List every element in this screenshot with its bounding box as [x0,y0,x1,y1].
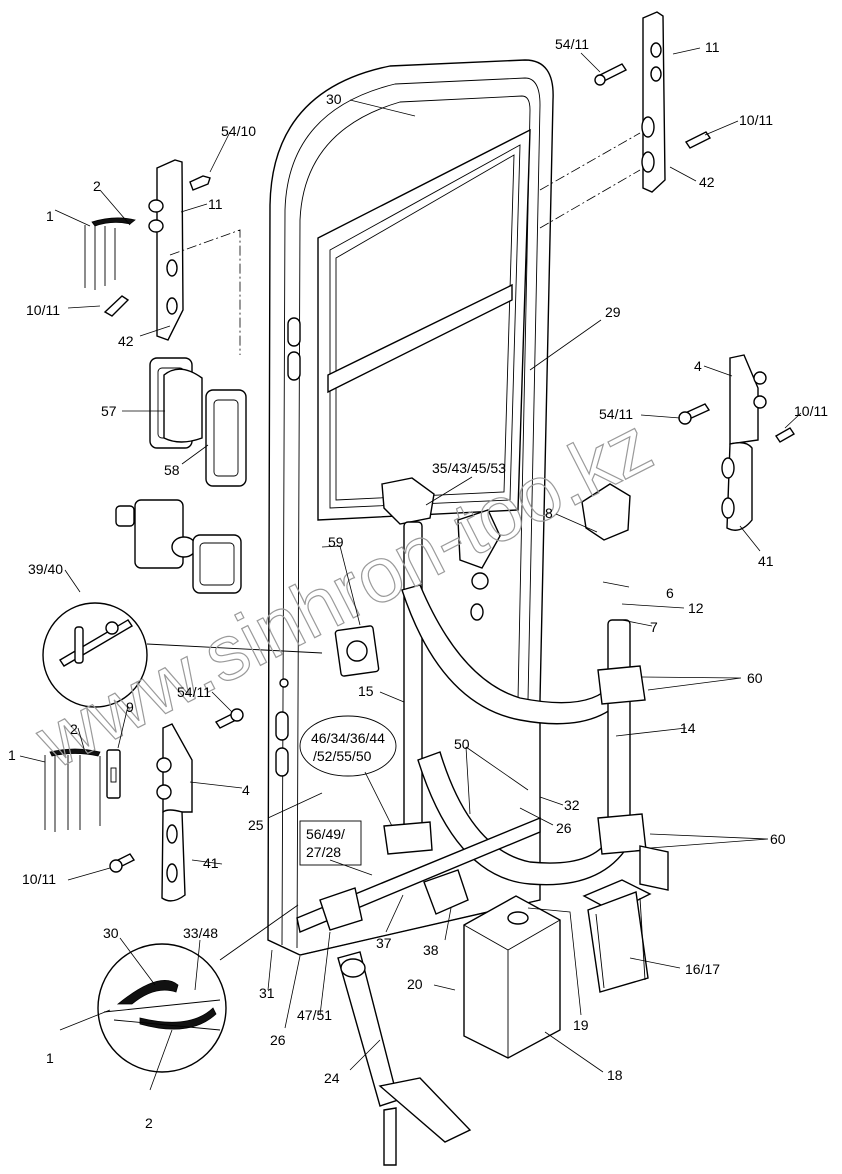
pneumatic-cylinder [582,879,652,993]
callout-32: 32 [564,797,580,813]
callout-10-11: 10/11 [739,112,773,128]
callout-2: 2 [70,721,78,737]
door-slots [275,317,301,777]
handle-assembly [149,357,247,487]
callout-4: 4 [694,358,702,374]
hinge-upper-left [84,159,241,355]
window [317,128,531,521]
stop-block [423,869,469,915]
callout-54-10: 54/10 [221,123,256,139]
callout-38: 38 [423,942,439,958]
callout-60: 60 [747,670,763,686]
callout-9: 9 [126,699,134,715]
callout-57: 57 [101,403,117,419]
leader-lines [19,47,802,1091]
callout-1: 1 [46,208,54,224]
callout-31: 31 [259,985,275,1001]
cylinder-cover [463,895,561,1059]
callout-30: 30 [103,925,119,941]
callout-26: 26 [556,820,572,836]
callout-20: 20 [407,976,423,992]
callout-29: 29 [605,304,621,320]
lock-assembly [115,499,242,594]
callout-54-11: 54/11 [555,36,589,52]
callout-group-line2: /52/55/50 [313,748,372,764]
callout-10-11: 10/11 [26,302,60,318]
callout-6: 6 [666,585,674,601]
callout-11: 11 [705,39,720,55]
callout-15: 15 [358,683,374,699]
callout-59: 59 [328,534,344,550]
callout-39-40: 39/40 [28,561,63,577]
callout-54-11: 54/11 [599,406,633,422]
callout-58: 58 [164,462,180,478]
callout-2: 2 [93,178,101,194]
callout-41: 41 [758,553,774,569]
drive-shaft [581,483,669,891]
callout-19: 19 [573,1017,589,1033]
callout-35-43-45-53: 35/43/45/53 [432,460,506,476]
callout-41: 41 [203,855,219,871]
hinge-lower-right [678,354,795,531]
callout-25: 25 [248,817,264,833]
callout-16-17: 16/17 [685,961,720,977]
callout-7: 7 [650,619,658,635]
callout-8: 8 [545,505,553,521]
hinge-upper-right [539,11,712,229]
callout-12: 12 [688,600,704,616]
callout-group-line1: 46/34/36/44 [311,730,385,746]
callout-56-49-27-28: 56/49/ 27/28 [299,820,362,866]
callout-11: 11 [208,196,223,212]
callout-30: 30 [326,91,342,107]
callout-60: 60 [770,831,786,847]
callout-37: 37 [376,935,392,951]
callout-1: 1 [8,747,16,763]
callout-10-11: 10/11 [794,403,828,419]
lower-rail-assembly [296,816,541,1166]
lock-mechanism-detail [42,602,323,708]
callout-labels: 30 54/10 2 1 11 10/11 42 54/11 11 10/11 … [8,36,828,1131]
callout-26: 26 [270,1032,286,1048]
callout-1: 1 [46,1050,54,1066]
hinge-lower-left [44,708,244,902]
callout-42: 42 [699,174,715,190]
callout-10-11: 10/11 [22,871,56,887]
callout-box-line2: 27/28 [306,844,341,860]
callout-46-34-36-44-52-55-50: 46/34/36/44 /52/55/50 [299,715,397,777]
callout-4: 4 [242,782,250,798]
callout-2: 2 [145,1115,153,1131]
callout-33-48: 33/48 [183,925,218,941]
lock-plate [334,625,380,677]
callout-18: 18 [607,1067,623,1083]
profile-detail [97,904,299,1073]
callout-47-51: 47/51 [297,1007,332,1023]
callout-box-line1: 56/49/ [306,826,345,842]
callout-50: 50 [454,736,470,752]
callout-14: 14 [680,720,696,736]
callout-54-11: 54/11 [177,684,211,700]
callout-42: 42 [118,333,134,349]
callout-24: 24 [324,1070,340,1086]
